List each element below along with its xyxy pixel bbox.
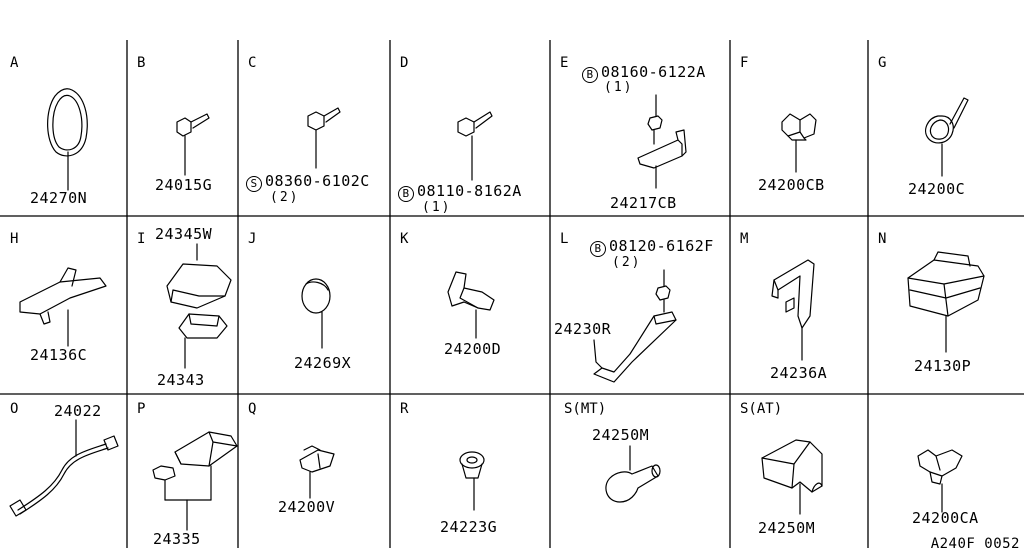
- clip-icon: [781, 113, 817, 173]
- part-number: 24136C: [30, 346, 88, 364]
- cell-letter: C: [248, 55, 257, 71]
- cell-j: J 24269X: [238, 216, 390, 394]
- part-number: 24200CB: [758, 176, 825, 194]
- part-number: 24223G: [440, 518, 498, 536]
- bracket-icon: [19, 267, 107, 347]
- cell-letter: D: [400, 55, 409, 71]
- part-number: 24015G: [155, 176, 213, 194]
- boot-icon: [761, 439, 823, 515]
- cell-g: G 24200C: [868, 40, 1024, 216]
- part-number: 24130P: [914, 357, 972, 375]
- sub-quantity: (1): [604, 80, 634, 95]
- cell-letter: P: [137, 401, 146, 417]
- part-number: 24335: [153, 530, 201, 548]
- cell-f: F 24200CB: [730, 40, 868, 216]
- part-number: 24270N: [30, 189, 88, 207]
- part-number: 24230R: [554, 320, 612, 338]
- connector-housing-icon: [166, 243, 232, 369]
- cell-letter: G: [878, 55, 887, 71]
- screw-icon: [307, 107, 341, 169]
- quantity: (1): [422, 200, 452, 215]
- part-number: 24200D: [444, 340, 502, 358]
- clip-icon: [917, 449, 963, 513]
- strap-bracket-icon: [593, 269, 677, 383]
- cell-m: M 24236A: [730, 216, 868, 394]
- part-number-bottom: 24343: [157, 371, 205, 389]
- cell-r: R 24223G: [390, 394, 550, 548]
- cell-k: K 24200D: [390, 216, 550, 394]
- b-prefix-icon: B: [398, 186, 414, 202]
- connector-icon: [152, 431, 238, 531]
- cell-p: P 24335: [127, 394, 238, 548]
- diagram-code: A240F 0052: [930, 536, 1020, 552]
- plug-icon: [301, 278, 331, 349]
- cell-letter: A: [10, 55, 19, 71]
- clip-icon: [447, 271, 495, 339]
- harness-icon: [9, 419, 119, 517]
- cell-s-at: S(AT) 24250M: [730, 394, 868, 548]
- part-number: 24236A: [770, 364, 828, 382]
- cell-letter: S(AT): [740, 401, 783, 417]
- cell-letter: H: [10, 231, 19, 247]
- cable-band-icon: [925, 97, 969, 177]
- cell-letter: S(MT): [564, 401, 607, 417]
- cell-h: H 24136C: [0, 216, 127, 394]
- part-number: 24200V: [278, 498, 336, 516]
- boot-icon: [605, 445, 661, 503]
- cell-letter: M: [740, 231, 749, 247]
- part-number: 24269X: [294, 354, 352, 372]
- cell-b: B 24015G: [127, 40, 238, 216]
- part-number: 24022: [54, 402, 102, 420]
- cell-letter: Q: [248, 401, 257, 417]
- cell-letter: B: [137, 55, 146, 71]
- bracket-with-bolt-icon: [637, 94, 687, 189]
- cell-letter: R: [400, 401, 409, 417]
- s-prefix-icon: S: [246, 176, 262, 192]
- cell-q: Q 24200V: [238, 394, 390, 548]
- b-prefix-icon: B: [582, 67, 598, 83]
- cell-letter: L: [560, 231, 569, 247]
- cell-letter: J: [248, 231, 257, 247]
- cell-letter: N: [878, 231, 887, 247]
- sub-quantity: (2): [612, 255, 642, 270]
- cell-t: 24200CA A240F 0052: [868, 394, 1024, 552]
- cell-s-mt: S(MT) 24250M: [550, 394, 730, 548]
- cell-letter: F: [740, 55, 749, 71]
- cell-i: I 24345W 24343: [127, 216, 238, 394]
- part-number: 24250M: [592, 426, 650, 444]
- cell-letter: I: [137, 231, 146, 247]
- relay-box-icon: [907, 251, 985, 353]
- part-number: 24200C: [908, 180, 966, 198]
- part-number: 24200CA: [912, 509, 979, 527]
- cell-letter: E: [560, 55, 569, 71]
- cell-letter: K: [400, 231, 409, 247]
- part-number: 24217CB: [610, 194, 677, 212]
- b-prefix-icon: B: [590, 241, 606, 257]
- grommet-icon: [459, 451, 485, 511]
- part-number: 24250M: [758, 519, 816, 537]
- cell-letter: O: [10, 401, 19, 417]
- bolt-icon: [457, 111, 493, 181]
- quantity: (2): [270, 190, 300, 205]
- part-number-top: 24345W: [155, 225, 213, 243]
- cell-a: A 24270N: [0, 40, 127, 216]
- cell-o: O 24022: [0, 394, 127, 548]
- bracket-icon: [771, 259, 815, 361]
- cell-n: N 24130P: [868, 216, 1024, 394]
- ring-grommet-icon: [47, 88, 88, 191]
- bolt-icon: [176, 113, 210, 176]
- clip-icon: [299, 445, 335, 499]
